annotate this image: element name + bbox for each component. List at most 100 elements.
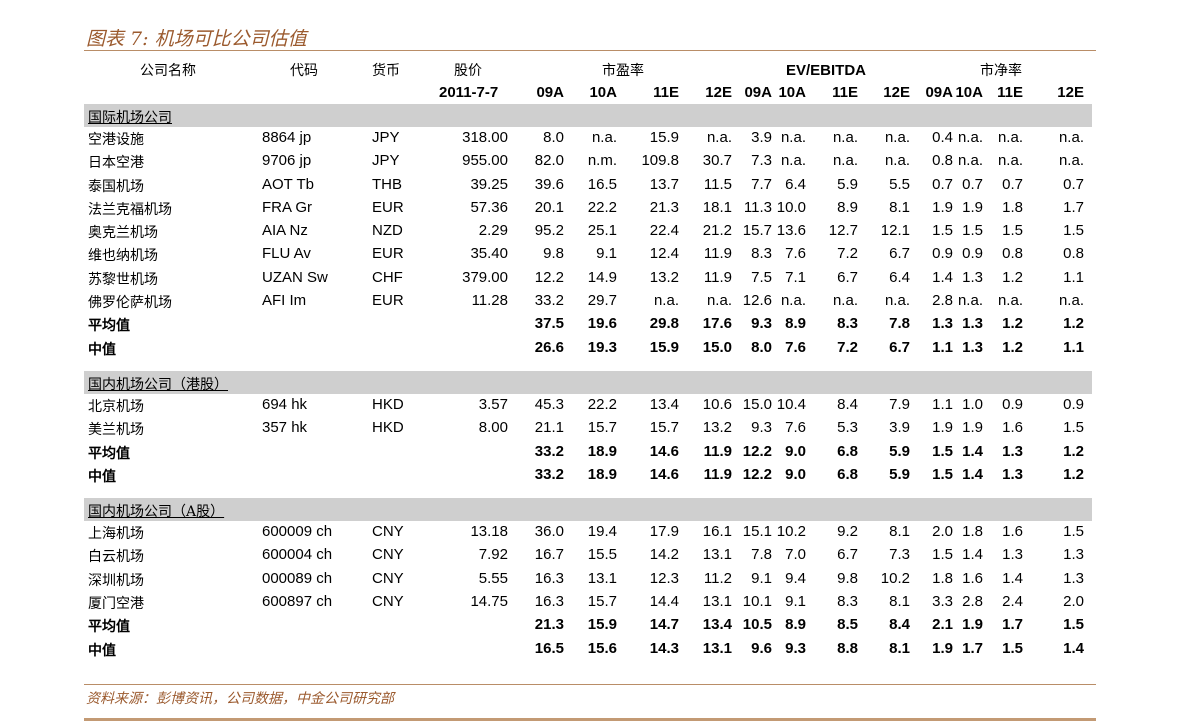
company-name: 中值 bbox=[88, 642, 116, 659]
currency-code: EUR bbox=[372, 198, 404, 216]
valuation-cell: 16.3 bbox=[534, 593, 564, 611]
section-gap bbox=[84, 360, 1092, 371]
valuation-cell: 1.0 bbox=[962, 395, 983, 413]
share-price: 39.25 bbox=[470, 175, 508, 193]
share-price: 379.00 bbox=[462, 268, 508, 286]
share-price: 3.57 bbox=[478, 395, 508, 413]
valuation-cell: 6.7 bbox=[837, 268, 858, 286]
valuation-cell: n.a. bbox=[1058, 129, 1084, 146]
valuation-cell: 1.4 bbox=[962, 465, 983, 483]
valuation-cell: n.a. bbox=[780, 152, 806, 170]
company-name: 白云机场 bbox=[88, 549, 144, 566]
valuation-cell: 1.2 bbox=[1002, 268, 1023, 286]
currency-code: CNY bbox=[372, 523, 404, 541]
company-name: 深圳机场 bbox=[88, 572, 144, 589]
valuation-cell: 1.2 bbox=[1063, 315, 1084, 333]
valuation-cell: 5.5 bbox=[889, 175, 910, 193]
valuation-cell: 30.7 bbox=[702, 152, 732, 170]
valuation-cell: 11.9 bbox=[703, 442, 732, 460]
valuation-cell: 7.6 bbox=[785, 419, 806, 437]
valuation-cell: 7.6 bbox=[785, 338, 806, 356]
valuation-cell: 16.1 bbox=[702, 523, 732, 541]
valuation-cell: 16.5 bbox=[534, 639, 564, 657]
valuation-cell: 14.3 bbox=[649, 639, 679, 657]
valuation-cell: 14.9 bbox=[587, 268, 617, 286]
valuation-cell: 22.2 bbox=[587, 198, 617, 216]
valuation-cell: 0.9 bbox=[962, 245, 983, 263]
valuation-cell: 12.3 bbox=[649, 569, 679, 587]
currency-code: HKD bbox=[372, 419, 404, 437]
valuation-cell: 1.9 bbox=[932, 198, 953, 216]
header-currency: 货币 bbox=[372, 63, 400, 79]
ticker-code: AOT Tb bbox=[262, 175, 314, 193]
ticker-code: FRA Gr bbox=[262, 198, 313, 216]
valuation-cell: 1.4 bbox=[962, 442, 983, 460]
share-price: 7.92 bbox=[478, 546, 508, 564]
ticker-code: 600004 ch bbox=[262, 546, 333, 564]
valuation-cell: 0.7 bbox=[1002, 175, 1023, 193]
valuation-cell: 1.3 bbox=[932, 315, 953, 333]
section-header: 国内机场公司（港股） bbox=[84, 370, 1092, 394]
valuation-cell: 45.3 bbox=[534, 395, 564, 413]
valuation-cell: 8.0 bbox=[751, 338, 772, 356]
section-title: 国内机场公司（港股） bbox=[88, 376, 228, 393]
valuation-cell: 1.5 bbox=[1063, 222, 1084, 240]
valuation-cell: 1.2 bbox=[1002, 338, 1023, 356]
company-name: 苏黎世机场 bbox=[88, 271, 158, 288]
valuation-cell: 12.7 bbox=[828, 222, 858, 240]
valuation-cell: n.a. bbox=[832, 152, 858, 170]
currency-code: CNY bbox=[372, 546, 404, 564]
valuation-cell: 0.8 bbox=[1002, 245, 1023, 263]
valuation-cell: 7.1 bbox=[785, 268, 806, 286]
header-year: 09A bbox=[925, 84, 953, 101]
valuation-cell: 1.9 bbox=[932, 639, 953, 657]
valuation-cell: 7.6 bbox=[785, 245, 806, 263]
valuation-cell: 25.1 bbox=[587, 222, 617, 240]
valuation-cell: 1.9 bbox=[962, 616, 983, 634]
valuation-cell: 15.0 bbox=[742, 395, 772, 413]
share-price: 57.36 bbox=[470, 198, 508, 216]
valuation-cell: 10.2 bbox=[776, 523, 806, 541]
header-year: 10A bbox=[589, 84, 617, 101]
valuation-cell: 1.1 bbox=[1063, 268, 1084, 286]
valuation-cell: n.a. bbox=[957, 292, 983, 310]
valuation-cell: 33.2 bbox=[534, 465, 564, 483]
valuation-cell: 18.9 bbox=[587, 442, 617, 460]
valuation-cell: n.a. bbox=[884, 129, 910, 146]
valuation-cell: 8.0 bbox=[543, 129, 564, 146]
valuation-cell: 10.0 bbox=[776, 198, 806, 216]
valuation-cell: 29.8 bbox=[649, 315, 679, 333]
valuation-cell: 15.9 bbox=[587, 616, 617, 634]
valuation-cell: 15.6 bbox=[587, 639, 617, 657]
company-name: 北京机场 bbox=[88, 398, 144, 415]
valuation-cell: 10.4 bbox=[776, 395, 806, 413]
valuation-cell: 82.0 bbox=[534, 152, 564, 170]
valuation-cell: 1.3 bbox=[1063, 546, 1084, 564]
ticker-code: 600009 ch bbox=[262, 523, 333, 541]
valuation-cell: 15.0 bbox=[702, 338, 732, 356]
currency-code: CNY bbox=[372, 593, 404, 611]
valuation-cell: 36.0 bbox=[534, 523, 564, 541]
valuation-cell: n.a. bbox=[1058, 152, 1084, 170]
valuation-cell: 6.7 bbox=[837, 546, 858, 564]
valuation-cell: 1.3 bbox=[1002, 465, 1023, 483]
valuation-cell: 10.1 bbox=[742, 593, 772, 611]
valuation-cell: 16.3 bbox=[534, 569, 564, 587]
valuation-cell: 11.3 bbox=[743, 198, 772, 216]
company-name: 日本空港 bbox=[88, 155, 144, 172]
valuation-cell: 1.1 bbox=[1063, 338, 1084, 356]
company-name: 平均值 bbox=[88, 318, 130, 335]
share-price: 11.28 bbox=[471, 292, 508, 310]
company-name: 中值 bbox=[88, 341, 116, 358]
valuation-cell: 8.1 bbox=[889, 639, 910, 657]
valuation-cell: 8.4 bbox=[837, 395, 858, 413]
valuation-cell: 37.5 bbox=[534, 315, 564, 333]
valuation-cell: 17.9 bbox=[649, 523, 679, 541]
valuation-cell: 95.2 bbox=[534, 222, 564, 240]
valuation-cell: 11.2 bbox=[703, 569, 732, 587]
